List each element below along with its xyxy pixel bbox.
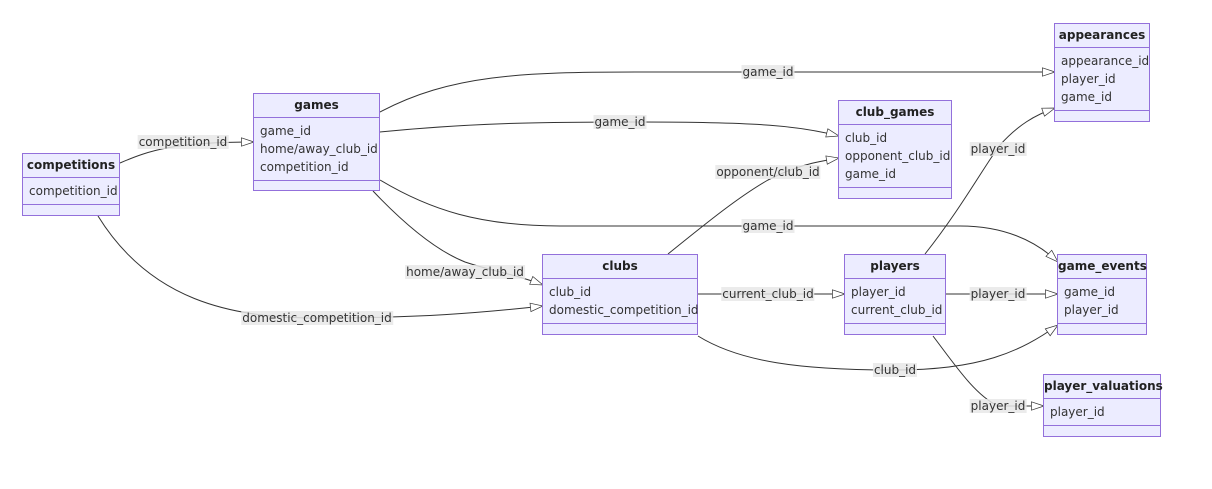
field: player_id bbox=[1061, 72, 1116, 86]
edge-games-appearances bbox=[379, 72, 1055, 113]
edge-label: player_id bbox=[969, 287, 1027, 301]
class-players[interactable]: players player_id current_club_id bbox=[844, 254, 946, 335]
field: competition_id bbox=[29, 184, 118, 198]
edge-label: current_club_id bbox=[721, 287, 815, 301]
edge-label: player_id bbox=[969, 399, 1027, 413]
field: player_id bbox=[1050, 405, 1105, 419]
class-methods bbox=[254, 181, 379, 188]
field: game_id bbox=[845, 167, 896, 181]
class-methods bbox=[543, 324, 697, 331]
edge-clubs-club-games bbox=[667, 158, 839, 255]
class-title: game_events bbox=[1058, 255, 1147, 279]
edge-label: competition_id bbox=[137, 135, 229, 149]
edge-label: player_id bbox=[969, 142, 1027, 156]
edge-label: domestic_competition_id bbox=[241, 311, 393, 325]
field: game_id bbox=[1064, 285, 1115, 299]
class-competitions[interactable]: competitions competition_id bbox=[22, 153, 120, 216]
class-methods bbox=[23, 205, 119, 212]
field: club_id bbox=[549, 285, 592, 299]
class-fields: game_id home/away_club_id competition_id bbox=[254, 118, 379, 181]
class-fields: club_id opponent_club_id game_id bbox=[839, 125, 951, 188]
edge-games-game-events bbox=[379, 179, 1058, 262]
class-games[interactable]: games game_id home/away_club_id competit… bbox=[253, 93, 380, 191]
field: player_id bbox=[851, 285, 906, 299]
class-title: club_games bbox=[839, 101, 951, 125]
class-club-games[interactable]: club_games club_id opponent_club_id game… bbox=[838, 100, 952, 199]
class-fields: game_id player_id bbox=[1058, 279, 1146, 324]
field: domestic_competition_id bbox=[549, 303, 699, 317]
field: club_id bbox=[845, 131, 888, 145]
class-title: games bbox=[254, 94, 379, 118]
class-fields: player_id current_club_id bbox=[845, 279, 945, 324]
class-title: competitions bbox=[23, 154, 119, 178]
edge-label: opponent/club_id bbox=[715, 165, 821, 179]
class-title: player_valuations bbox=[1044, 375, 1163, 399]
edge-label: club_id bbox=[872, 363, 918, 377]
edge-label: game_id bbox=[593, 115, 647, 129]
class-fields: club_id domestic_competition_id bbox=[543, 279, 699, 324]
field: player_id bbox=[1064, 303, 1119, 317]
edge-label: game_id bbox=[741, 219, 795, 233]
class-methods bbox=[1044, 426, 1160, 433]
field: home/away_club_id bbox=[260, 142, 378, 156]
class-fields: player_id bbox=[1044, 399, 1160, 426]
field: game_id bbox=[1061, 90, 1112, 104]
class-clubs[interactable]: clubs club_id domestic_competition_id bbox=[542, 254, 699, 335]
class-methods bbox=[1058, 324, 1146, 331]
field: appearance_id bbox=[1061, 54, 1150, 68]
field: competition_id bbox=[260, 160, 349, 174]
class-methods bbox=[845, 324, 945, 331]
class-methods bbox=[839, 188, 951, 195]
field: current_club_id bbox=[851, 303, 943, 317]
class-player-valuations[interactable]: player_valuations player_id bbox=[1043, 374, 1163, 437]
class-fields: competition_id bbox=[23, 178, 119, 205]
field: game_id bbox=[260, 124, 311, 138]
field: opponent_club_id bbox=[845, 149, 951, 163]
class-title: clubs bbox=[543, 255, 697, 279]
class-game-events[interactable]: game_events game_id player_id bbox=[1057, 254, 1147, 335]
edge-players-player-valuations bbox=[932, 335, 1044, 406]
edge-label: game_id bbox=[741, 65, 795, 79]
class-title: players bbox=[845, 255, 945, 279]
class-title: appearances bbox=[1055, 24, 1149, 48]
class-appearances[interactable]: appearances appearance_id player_id game… bbox=[1054, 23, 1150, 122]
class-methods bbox=[1055, 111, 1149, 118]
edge-label: home/away_club_id bbox=[405, 265, 525, 279]
class-fields: appearance_id player_id game_id bbox=[1055, 48, 1149, 111]
